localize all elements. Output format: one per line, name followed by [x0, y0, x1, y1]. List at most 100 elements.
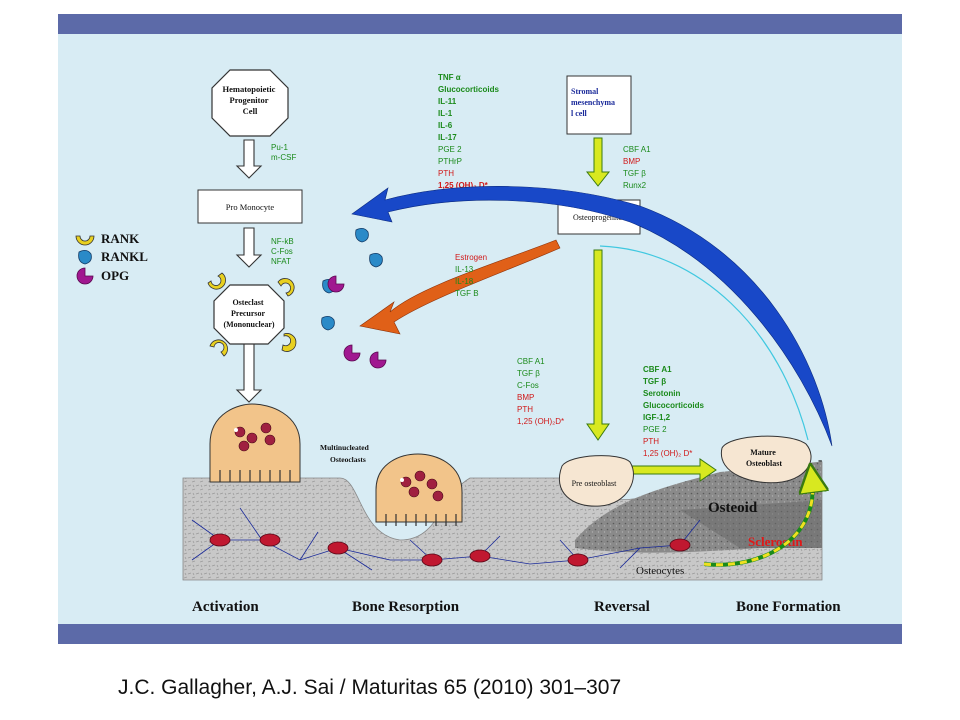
activation-osteoclast: [209, 403, 301, 483]
opg-molecules: [327, 275, 387, 369]
stromal-factor-tgfb: TGF β: [623, 169, 646, 178]
svg-text:PGE 2: PGE 2: [643, 425, 667, 434]
factor-nfat: NFAT: [271, 257, 291, 266]
mature-factor-igf: IGF-1,2: [643, 413, 671, 422]
cyan-curve: [599, 245, 809, 441]
svg-text:PTH 1,25 (OH)₂ D*: PTH 1,25 (OH)₂ D*: [438, 169, 489, 190]
legend-rank-label: RANK: [101, 231, 140, 246]
pro-monocyte-label: Pro Monocyte: [226, 202, 275, 212]
orange-curved-arrow: [359, 239, 561, 335]
citation: J.C. Gallagher, A.J. Sai / Maturitas 65 …: [118, 676, 622, 699]
mature-line1: Mature: [750, 448, 776, 457]
svg-text:Mature Osteoblast: Mature Osteoblast: [746, 448, 782, 468]
sclerostin-label: Sclerostin: [748, 534, 803, 549]
osteocyte-cells: [209, 533, 691, 567]
svg-text:Osteclast Precursor (M: Osteclast Precursor (Mononuclear): [223, 298, 274, 329]
svg-text:CBF A1 TGF β Serotonin: CBF A1 TGF β Serotonin Glucocorticoids I…: [643, 365, 706, 422]
top-band: [58, 14, 902, 34]
pro-monocyte-box: [197, 189, 303, 224]
mature-factor-pth: PTH: [643, 437, 659, 446]
factor-estrogen: Estrogen: [455, 253, 487, 262]
factor-il11: IL-11: [438, 97, 457, 106]
svg-text:Multinucleated Osteoclasts: Multinucleated Osteoclasts: [320, 443, 371, 464]
factor-pthrp: PTHrP: [438, 157, 462, 166]
blue-curved-arrow: [351, 186, 833, 447]
precursor-line3: (Mononuclear): [223, 320, 274, 329]
mature-factor-serotonin: Serotonin: [643, 389, 680, 398]
svg-text:CBF A1 TGF β C-Fos: CBF A1 TGF β C-Fos: [517, 357, 547, 390]
pre-factor-vitd: 1,25 (OH)₂D*: [517, 417, 564, 426]
hematopoietic-line2: Progenitor: [230, 95, 269, 105]
factor-tnfa: TNF α: [438, 73, 461, 82]
factor-glucocorticoids: Glucocorticoids: [438, 85, 499, 94]
multinucleated-line2: Osteoclasts: [330, 455, 366, 464]
pre-factor-bmp: BMP: [517, 393, 534, 402]
svg-text:Stromal mesenchyma l c: Stromal mesenchyma l cell: [571, 87, 617, 118]
svg-text:BMP: BMP: [623, 157, 640, 166]
sclerostin-feedback-arrow: [703, 477, 815, 567]
factor-nfkb: NF-kB: [271, 237, 294, 246]
multinucleated-osteoclast: [375, 453, 463, 526]
factor-il17: IL-17: [438, 133, 457, 142]
pre-factor-pth: PTH: [517, 405, 533, 414]
stage-activation: Activation: [192, 599, 259, 615]
stage-reversal: Reversal: [594, 599, 650, 615]
svg-text:Activation Bone Resorption: Activation Bone Resorption Reversal Bone…: [192, 599, 841, 615]
mature-factor-glucocorticoids: Glucocorticoids: [643, 401, 704, 410]
mature-factor-cbfa1: CBF A1: [643, 365, 672, 374]
minus-sign: -: [818, 452, 822, 467]
stromal-cell-box: [566, 75, 632, 135]
pre-osteoblast-label: Pre osteoblast: [572, 479, 617, 488]
multinucleated-line1: Multinucleated: [320, 443, 370, 452]
pre-factor-cfos: C-Fos: [517, 381, 539, 390]
factor-il6: IL-6: [438, 121, 453, 130]
factor-il1: IL-1: [438, 109, 453, 118]
mature-factor-tgfb: TGF β: [643, 377, 666, 386]
stage-bone-resorption: Bone Resorption: [352, 599, 460, 615]
rankl-legend-icon: [78, 250, 92, 265]
factor-vitd: 1,25 (OH)₂ D*: [438, 181, 489, 190]
opg-legend-icon: [76, 267, 94, 285]
precursor-line2: Precursor: [231, 309, 266, 318]
svg-text:Hematopoietic Progenitor: Hematopoietic Progenitor Cell: [223, 84, 278, 116]
factor-tgfb-estrogen: TGF B: [455, 289, 479, 298]
svg-text:TGF β Runx2: TGF β Runx2: [623, 169, 648, 190]
factor-pge2: PGE 2: [438, 145, 462, 154]
stromal-factor-runx2: Runx2: [623, 181, 647, 190]
rank-legend-icon: [75, 235, 95, 246]
precursor-line1: Osteclast: [232, 298, 263, 307]
bottom-band: [58, 624, 902, 644]
stromal-factor-cbfa1: CBF A1: [623, 145, 651, 154]
stromal-line1: Stromal: [571, 87, 599, 96]
factor-il18: IL-18: [455, 277, 474, 286]
legend-opg-label: OPG: [101, 268, 129, 283]
svg-text:IL-13 IL-18 TGF B: IL-13 IL-18 TGF B: [455, 265, 479, 298]
pre-factor-tgfb: TGF β: [517, 369, 540, 378]
svg-text:TNF α Glucocorticoids: TNF α Glucocorticoids IL-11 IL-1 IL-6 IL…: [438, 73, 501, 142]
factor-pth: PTH: [438, 169, 454, 178]
pre-factor-cbfa1: CBF A1: [517, 357, 545, 366]
hematopoietic-cell: [211, 69, 289, 137]
stromal-line3: l cell: [571, 109, 588, 118]
factor-pu1: Pu-1: [271, 143, 288, 152]
mature-factor-pge2: PGE 2: [643, 425, 667, 434]
mature-factor-vitd: 1,25 (OH)₂ D*: [643, 449, 692, 458]
pre-osteoblast-cell: [558, 455, 634, 507]
osteoclast-precursor-cell: [213, 284, 285, 345]
svg-text:BMP PTH 1,25 (OH)₂D*: BMP PTH 1,25 (OH)₂D*: [517, 393, 564, 426]
osteoid-label: Osteoid: [708, 500, 758, 516]
mature-line2: Osteoblast: [746, 459, 782, 468]
legend: RANK RANKL OPG: [75, 231, 148, 285]
stage-bone-formation: Bone Formation: [736, 599, 841, 615]
left-arrows: [235, 139, 263, 403]
svg-text:Pu-1 m-CSF: Pu-1 m-CSF: [271, 143, 296, 162]
osteocytes-label: Osteocytes: [636, 565, 684, 577]
svg-text:NF-kB C-Fos NFAT: NF-kB C-Fos NFAT: [271, 237, 296, 266]
osteoid-dark-band: [680, 500, 822, 548]
svg-text:Estrogen: Estrogen: [455, 253, 487, 262]
hematopoietic-line1: Hematopoietic: [223, 84, 276, 94]
stromal-factor-bmp: BMP: [623, 157, 640, 166]
legend-rankl-label: RANKL: [101, 249, 148, 264]
stromal-line2: mesenchyma: [571, 98, 615, 107]
